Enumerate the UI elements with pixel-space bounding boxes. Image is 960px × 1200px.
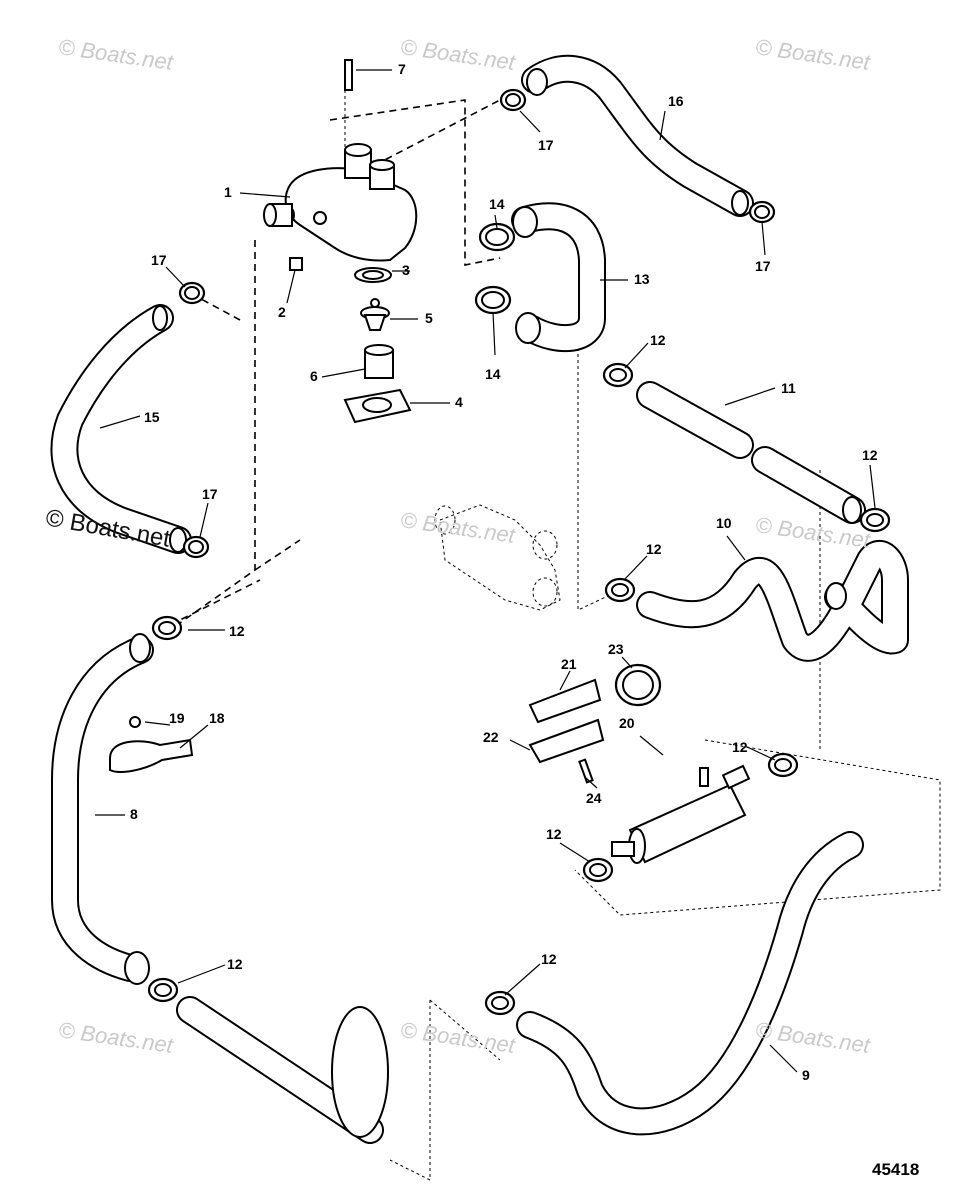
callout-12: 12 [732,739,748,755]
nut-19 [129,716,141,728]
callout-5: 5 [425,310,433,326]
callout-12: 12 [646,541,662,557]
hose-10 [636,540,909,662]
callout-16: 16 [668,93,684,109]
hose-9 [516,831,864,1136]
callout-24: 24 [586,790,602,806]
callout-6: 6 [310,368,318,384]
gasket-3 [354,267,392,283]
connection-line [389,1000,431,1181]
callout-17: 17 [755,258,771,274]
clamp-12-b [859,507,891,533]
clamp-12-c [604,577,636,603]
clamp-17-left [178,281,206,305]
connection-line [254,539,301,571]
water-pump-dashed [434,504,561,611]
clamp-12-e [767,752,799,778]
hose-15 [50,304,192,554]
callout-17: 17 [202,486,218,502]
callout-19: 19 [169,710,185,726]
connection-line [329,99,501,266]
clamp-14-bottom [474,285,512,315]
leader-lines [95,69,876,1073]
clamp-12-f [582,857,614,883]
hose-8 [51,633,154,985]
callout-7: 7 [398,61,406,77]
clamp-12-d [151,615,183,641]
callout-18: 18 [209,710,225,726]
callout-4: 4 [455,394,463,410]
callout-12: 12 [541,951,557,967]
bracket-22 [528,718,605,764]
hose-16 [521,54,754,217]
callout-12: 12 [546,826,562,842]
clamp-12-h [484,990,516,1016]
callout-12: 12 [229,623,245,639]
hose-13 [511,202,606,353]
sleeve-6 [364,344,394,379]
callout-15: 15 [144,409,160,425]
clamp-23 [614,663,662,707]
callout-11: 11 [781,380,796,396]
clamp-12-a [602,362,634,388]
clamp-17-right [748,200,776,224]
callout-12: 12 [650,332,666,348]
callout-8: 8 [130,806,138,822]
clamp-17-mid [182,535,210,559]
bracket-21 [528,678,602,724]
bolt-7 [344,59,353,91]
callout-12: 12 [862,447,878,463]
callout-22: 22 [483,729,499,745]
callout-20: 20 [619,715,635,731]
clamp-14-top [478,222,516,252]
callout-3: 3 [402,262,410,278]
bottom-pipe [176,996,389,1144]
callout-9: 9 [802,1067,810,1083]
callout-17: 17 [538,137,554,153]
thermostat-5 [360,298,390,331]
callout-13: 13 [634,271,650,287]
callout-10: 10 [716,515,732,531]
callout-2: 2 [278,304,286,320]
hose-11 [636,381,866,524]
screw-2 [289,257,303,271]
clamp-17-top [499,88,527,112]
callout-1: 1 [224,184,232,200]
connection-line [189,292,241,321]
clamp-12-g [147,977,179,1003]
callout-17: 17 [151,252,167,268]
thermostat-housing [263,143,418,262]
callout-21: 21 [561,656,577,672]
screw-24 [578,758,594,784]
callout-12: 12 [227,956,243,972]
connection-line [574,739,941,916]
fuel-cooler-20 [611,764,751,864]
callout-14: 14 [489,196,505,212]
callout-23: 23 [608,641,624,657]
gasket-4 [343,388,412,424]
bracket-18 [109,738,194,773]
callout-14: 14 [485,366,501,382]
figure-number: 45418 [872,1160,920,1179]
